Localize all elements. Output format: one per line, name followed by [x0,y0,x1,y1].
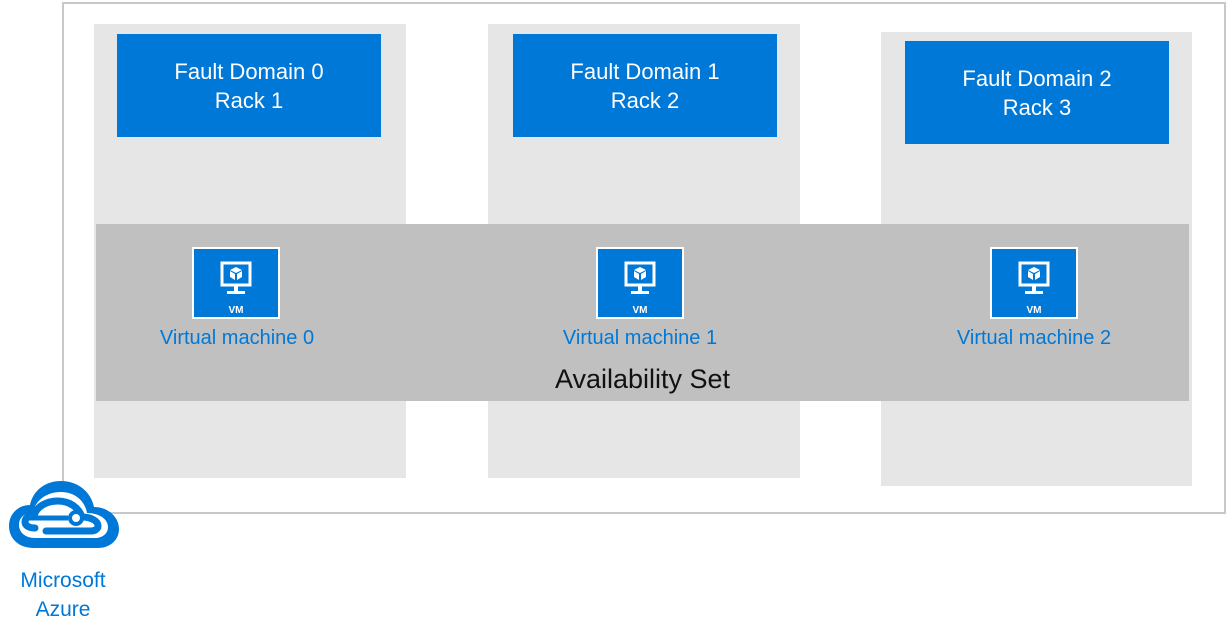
vm-2-badge: VM [1027,305,1042,316]
fault-domain-0-title: Fault Domain 0 [174,58,324,84]
vm-1-tile: VM [596,247,684,319]
fault-domain-1-rack: Rack 2 [610,87,680,113]
fault-domain-0-rack: Rack 1 [214,87,284,113]
fault-domain-1: Fault Domain 1 Rack 2 [513,34,777,137]
availability-set-label: Availability Set [554,364,731,394]
cloud-icon [9,481,119,548]
fault-domain-0: Fault Domain 0 Rack 1 [117,34,381,137]
fault-domain-2-rack: Rack 3 [1002,94,1072,120]
azure-brand-line2: Azure [35,598,91,621]
azure-brand-line1: Microsoft [20,569,106,592]
fault-domain-2-title: Fault Domain 2 [962,65,1112,91]
vm-2-tile: VM [990,247,1078,319]
vm-2-label: Virtual machine 2 [956,327,1112,349]
vm-1-label: Virtual machine 1 [562,327,718,349]
vm-monitor-icon: VM [1018,261,1050,316]
vm-0-badge: VM [229,305,244,316]
vm-1-badge: VM [633,305,648,316]
vm-monitor-icon: VM [220,261,252,316]
vm-0-tile: VM [192,247,280,319]
fault-domain-2: Fault Domain 2 Rack 3 [905,41,1169,144]
azure-brand-label: Microsoft Azure [0,566,126,624]
vm-monitor-icon: VM [624,261,656,316]
vm-0-label: Virtual machine 0 [159,327,315,349]
fault-domain-1-title: Fault Domain 1 [570,58,720,84]
